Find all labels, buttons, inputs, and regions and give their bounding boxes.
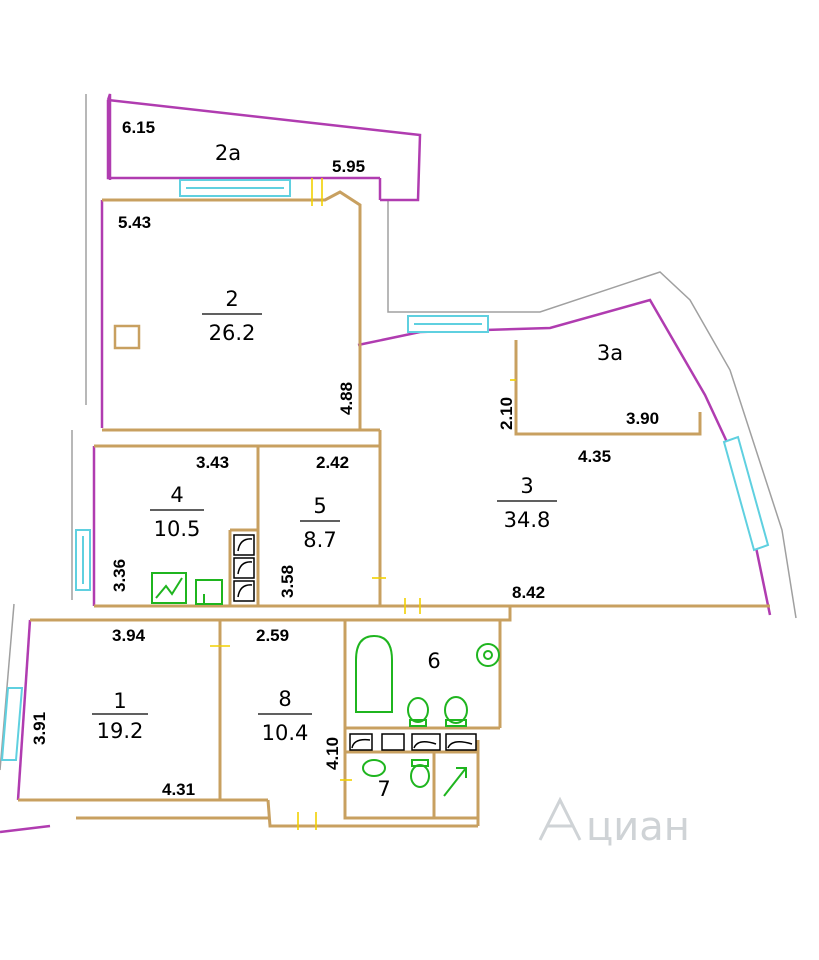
room-7-number: 7: [377, 777, 390, 801]
room-6-number: 6: [427, 649, 440, 673]
dim-2-42: 2.42: [316, 453, 349, 472]
room-2-number: 2: [225, 287, 238, 311]
outer-edge-lines: [0, 94, 797, 771]
dim-3-58: 3.58: [278, 565, 297, 598]
dim-4-31: 4.31: [162, 780, 195, 799]
dim-3-43: 3.43: [196, 453, 229, 472]
dim-3-36: 3.36: [110, 559, 129, 592]
dim-2-10: 2.10: [497, 397, 516, 430]
dim-6-15: 6.15: [122, 118, 155, 137]
room-1-area: 19.2: [97, 719, 144, 743]
dim-3-94: 3.94: [112, 626, 146, 645]
dim-8-42: 8.42: [512, 583, 545, 602]
fixtures: [151, 572, 500, 797]
dim-4-88: 4.88: [337, 382, 356, 415]
sink-room-7-icon: [362, 759, 386, 777]
toilet-room-6-icon: [444, 696, 468, 727]
room-8-number: 8: [278, 687, 291, 711]
room-3-number: 3: [520, 474, 533, 498]
toilet-room-7-icon: [410, 759, 430, 788]
washer-room-4-icon: [195, 579, 223, 605]
room-2a-number: 2a: [215, 141, 241, 165]
bathtub-icon: [355, 634, 393, 713]
dim-3-91: 3.91: [30, 712, 49, 745]
room-4-area: 10.5: [154, 517, 201, 541]
room-3a-number: 3a: [597, 341, 623, 365]
dim-2-59: 2.59: [256, 626, 289, 645]
sink-room-6-icon: [476, 643, 500, 667]
chimney-box: [113, 324, 141, 350]
washbasin-room-4-icon: [151, 572, 187, 604]
bidet-icon: [407, 697, 429, 727]
dimension-labels: 6.15 5.95 5.43 4.88 2.10 3.90 4.35 3.43 …: [30, 118, 659, 799]
dim-5-95: 5.95: [332, 157, 365, 176]
dim-3-90: 3.90: [626, 409, 659, 428]
ventilation-shafts: [233, 534, 477, 751]
shower-icon: [443, 767, 467, 797]
room-5-area: 8.7: [303, 528, 336, 552]
window-room-3-right: [722, 435, 770, 552]
room-5-number: 5: [313, 494, 326, 518]
dim-4-35: 4.35: [578, 447, 611, 466]
interior-walls: [18, 190, 770, 828]
windows: [0, 179, 770, 761]
room-4-number: 4: [170, 483, 183, 507]
room-8-area: 10.4: [262, 721, 309, 745]
watermark-text: циан: [586, 804, 690, 850]
watermark: циан: [538, 796, 690, 850]
room-1-number: 1: [113, 689, 126, 713]
room-3-area: 34.8: [504, 508, 551, 532]
dim-5-43: 5.43: [118, 213, 151, 232]
watermark-logo-icon: [538, 796, 582, 841]
dim-4-10: 4.10: [323, 737, 342, 770]
room-2-area: 26.2: [209, 321, 256, 345]
window-room-1: [0, 687, 24, 761]
door-marks: [210, 178, 516, 830]
room-labels: 2a 2 26.2 3a 3 34.8 4 10.5 5 8.7 6 7 1 1…: [92, 141, 623, 801]
